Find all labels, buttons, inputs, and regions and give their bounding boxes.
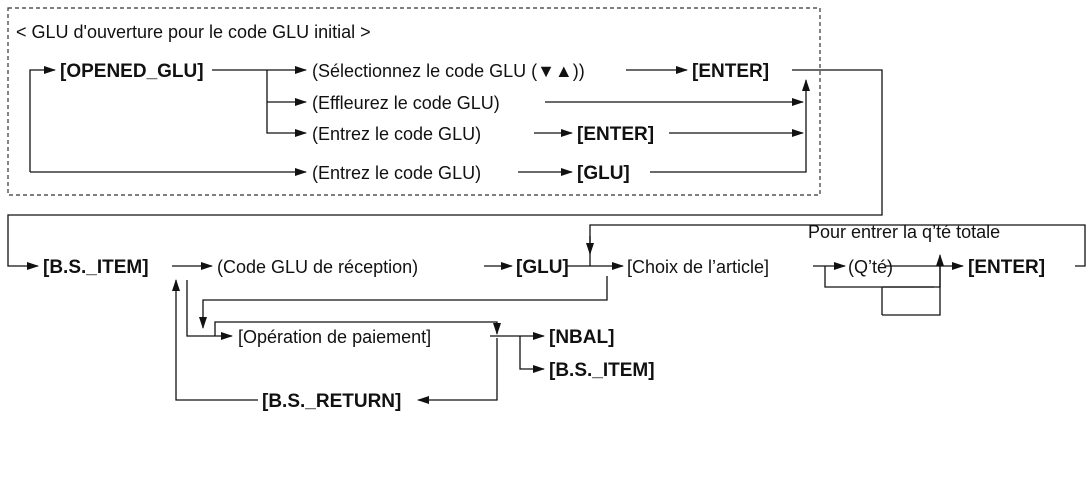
bs-item-key: [B.S._ITEM]	[43, 257, 149, 278]
enter-code-step: (Entrez le code GLU)	[312, 163, 481, 183]
opened-glu-key: [OPENED_GLU]	[60, 61, 204, 82]
bs-return-key: [B.S._RETURN]	[262, 391, 401, 412]
qty-step: (Q’té)	[848, 257, 893, 277]
opening-glu-frame	[7, 7, 821, 196]
select-code-step: (Sélectionnez le code GLU (▼▲))	[312, 61, 585, 81]
enter-key: [ENTER]	[692, 61, 769, 82]
payment-loop-connector	[214, 321, 501, 336]
receipt-code-step: (Code GLU de réception)	[217, 257, 418, 277]
connector-bs-item-to-payment	[186, 280, 233, 340]
glu-key: [GLU]	[577, 163, 630, 184]
nbal-key: [NBAL]	[549, 327, 614, 348]
payment-step: [Opération de paiement]	[238, 327, 431, 347]
glu-key: [GLU]	[516, 257, 569, 278]
connector-payment-to-bs-item	[519, 336, 545, 373]
connector-enter-loop-back	[586, 224, 1086, 267]
return-to-opened-glu-connector	[29, 66, 56, 172]
branch-connector	[266, 70, 307, 137]
connector-to-bs-return	[417, 338, 498, 404]
total-qty-note: Pour entrer la q’té totale	[808, 222, 1000, 242]
touch-code-step: (Effleurez le code GLU)	[312, 93, 500, 113]
connector-glu-to-payment	[199, 276, 608, 329]
connector-to-bs-item	[7, 69, 883, 270]
connector-return-to-bs-item	[172, 279, 258, 401]
enter-code-step: (Entrez le code GLU)	[312, 124, 481, 144]
item-choice-step: [Choix de l’article]	[627, 257, 769, 277]
qty-loop-top	[882, 287, 941, 316]
enter-key: [ENTER]	[577, 124, 654, 145]
section-title: < GLU d'ouverture pour le code GLU initi…	[16, 22, 371, 42]
enter-key: [ENTER]	[968, 257, 1045, 278]
merge-connector-up	[650, 79, 810, 173]
bs-item-key: [B.S._ITEM]	[549, 360, 655, 381]
